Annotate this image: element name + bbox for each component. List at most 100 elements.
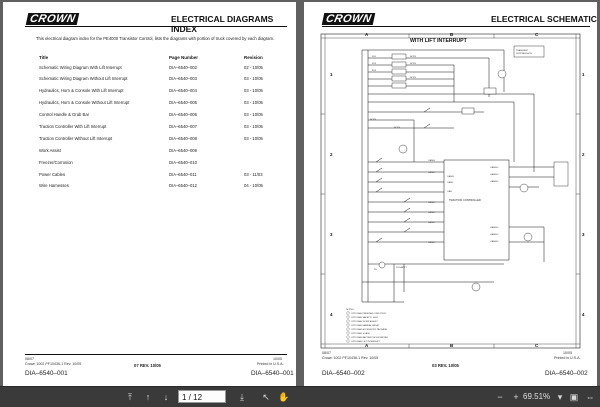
row-page: DIA–6540–009 xyxy=(169,148,197,153)
row-page: DIA–6540–011 xyxy=(169,172,197,177)
row-page: DIA–6540–005 xyxy=(169,100,197,105)
svg-text:CAN/L: CAN/L xyxy=(447,181,454,184)
svg-text:CAN/H: CAN/H xyxy=(447,175,454,178)
index-row: Schematic Wiring Diagram With Lift Inter… xyxy=(39,65,289,71)
intro-paragraph: This electrical diagram index for the PE… xyxy=(36,36,275,41)
zoom-dropdown-icon[interactable]: ▾ xyxy=(557,392,563,402)
arrow-down-icon[interactable]: ↓ xyxy=(163,392,169,402)
document-page-index: CROWN ELECTRICAL DIAGRAMS INDEX This ele… xyxy=(3,2,296,386)
row-title[interactable]: Work Assist xyxy=(39,148,61,153)
zoom-level[interactable]: 69.51% xyxy=(523,392,551,401)
index-row: Hydraulics, Horn & Console Without Lift … xyxy=(39,100,289,106)
page-number-input[interactable]: 1 / 12 xyxy=(178,390,226,403)
arrow-up-icon[interactable]: ↑ xyxy=(145,392,151,402)
row-title[interactable]: Traction Controller With Lift Interrupt xyxy=(39,124,107,129)
grid-letter-a: A xyxy=(365,32,369,37)
row-revision: 04 - 10/05 xyxy=(244,183,263,188)
row-title[interactable]: Traction Controller Without Lift Interru… xyxy=(39,136,113,141)
svg-text:NOTE: NOTE xyxy=(410,56,417,58)
row-page: DIA–6540–010 xyxy=(169,160,197,165)
svg-text:CAN: CAN xyxy=(447,190,452,193)
column-header-revision: Revision xyxy=(244,55,263,60)
index-row: Traction Controller With Lift Interrupt D… xyxy=(39,124,289,130)
row-title[interactable]: Wire Harnesses xyxy=(39,183,69,188)
row-page: DIA–6540–007 xyxy=(169,124,197,129)
fit-page-icon[interactable]: ▣ xyxy=(569,392,579,402)
grid-number-2: 2 xyxy=(330,152,333,157)
grid-letter-b-bottom: B xyxy=(450,343,454,348)
footer-doc-code-right: DIA–6540–002 xyxy=(545,370,588,377)
grid-letter-a-bottom: A xyxy=(365,343,369,348)
svg-text:OPTIONAL LIFT INTERRUPT: OPTIONAL LIFT INTERRUPT xyxy=(351,340,381,343)
footer-printed: Printed in U.S.A. xyxy=(554,356,581,360)
footer-doc-code: DIA–6540–001 xyxy=(25,370,68,377)
svg-text:CAN/H: CAN/H xyxy=(428,241,435,244)
zoom-out-icon[interactable]: − xyxy=(497,392,503,402)
svg-text:CAN/H: CAN/H xyxy=(428,159,435,162)
row-title[interactable]: Freezer/Corrosion xyxy=(39,160,73,165)
row-page: DIA–6540–003 xyxy=(169,76,197,81)
svg-text:SUPPRESSION: SUPPRESSION xyxy=(516,53,532,55)
fit-width-icon[interactable]: ⇔ xyxy=(585,392,595,402)
svg-text:CAN/HO: CAN/HO xyxy=(490,166,499,169)
svg-text:CAN/HO: CAN/HO xyxy=(490,173,499,176)
svg-text:CAN/HO: CAN/HO xyxy=(490,240,499,243)
svg-text:FU3: FU3 xyxy=(372,70,377,72)
row-title[interactable]: Power Cables xyxy=(39,172,66,177)
row-title[interactable]: Schematic Wiring Diagram With Lift Inter… xyxy=(39,65,122,70)
row-revision: 03 - 10/05 xyxy=(244,112,263,117)
page-title: ELECTRICAL SCHEMATIC xyxy=(491,14,597,24)
footer-doc-code-right: DIA–6540–001 xyxy=(251,370,294,377)
header-rule xyxy=(322,26,590,27)
svg-text:CAN/H: CAN/H xyxy=(428,221,435,224)
grid-letter-c-bottom: C xyxy=(535,343,539,348)
row-revision: 03 - 10/05 xyxy=(244,76,263,81)
index-row: Freezer/Corrosion DIA–6540–010 xyxy=(39,160,289,166)
svg-text:OPTIONAL SAFETY LIGHT: OPTIONAL SAFETY LIGHT xyxy=(351,316,379,319)
row-title[interactable]: Hydraulics, Horn & Console Without Lift … xyxy=(39,100,130,105)
logo-text: CROWN xyxy=(25,13,80,25)
svg-text:NOTE: NOTE xyxy=(410,77,417,79)
viewer-toolbar: ⤒ ↑ ↓ 1 / 12 ⤓ ↖ ✋ − + 69.51% ▾ ▣ ⇔ xyxy=(0,386,600,407)
arrow-last-icon[interactable]: ⤓ xyxy=(240,392,244,402)
footer-form: Crown 1002 PF10436-1 Rev. 10/05 xyxy=(25,362,82,366)
row-title[interactable]: Hydraulics, Horn & Console With Lift Int… xyxy=(39,88,124,93)
footer-form: Crown 1002 PF10436-1 Rev. 10/05 xyxy=(322,356,379,360)
zoom-in-icon[interactable]: + xyxy=(513,392,519,402)
row-title[interactable]: Schematic Wiring Diagram Without Lift In… xyxy=(39,76,128,81)
footer-rev-date: 10/05 xyxy=(563,351,572,355)
schematic-subtitle: WITH LIFT INTERRUPT xyxy=(410,38,467,44)
index-row: Schematic Wiring Diagram Without Lift In… xyxy=(39,76,289,82)
pointer-icon[interactable]: ↖ xyxy=(262,392,270,402)
hand-icon[interactable]: ✋ xyxy=(278,392,290,402)
svg-text:FU1: FU1 xyxy=(372,56,377,58)
svg-text:OPTIONAL MANUAL RESET: OPTIONAL MANUAL RESET xyxy=(351,324,380,327)
grid-number-1-right: 1 xyxy=(582,72,585,77)
grid-number-3: 3 xyxy=(330,232,333,237)
row-title[interactable]: Control Handle & Grab Bar xyxy=(39,112,90,117)
footer-rule xyxy=(25,354,287,355)
svg-text:OPTIONAL SCALE: OPTIONAL SCALE xyxy=(351,332,370,335)
svg-text:NOTE: NOTE xyxy=(370,119,377,121)
row-revision: 03 - 10/05 xyxy=(244,136,263,141)
svg-text:NOTES:: NOTES: xyxy=(346,309,355,311)
svg-text:OPTIONAL ACCESSORY PACKAGE: OPTIONAL ACCESSORY PACKAGE xyxy=(351,328,388,331)
svg-text:CAN/H: CAN/H xyxy=(428,211,435,214)
header-rule xyxy=(25,26,287,27)
grid-number-2-right: 2 xyxy=(582,152,585,157)
svg-text:POLARITY: POLARITY xyxy=(396,266,407,269)
footer-page-rev: 07 REV. 10/05 xyxy=(134,363,161,368)
grid-letter-c: C xyxy=(535,32,539,37)
svg-text:NOTE: NOTE xyxy=(410,63,417,65)
document-page-schematic: CROWN ELECTRICAL SCHEMATIC xyxy=(304,2,597,386)
index-row: Hydraulics, Horn & Console With Lift Int… xyxy=(39,88,289,94)
svg-text:CAN/H: CAN/H xyxy=(428,201,435,204)
row-page: DIA–6540–004 xyxy=(169,88,197,93)
footer-doc-code: DIA–6540–002 xyxy=(322,370,365,377)
crown-logo: CROWN xyxy=(25,13,80,25)
arrow-first-icon[interactable]: ⤒ xyxy=(128,392,132,402)
